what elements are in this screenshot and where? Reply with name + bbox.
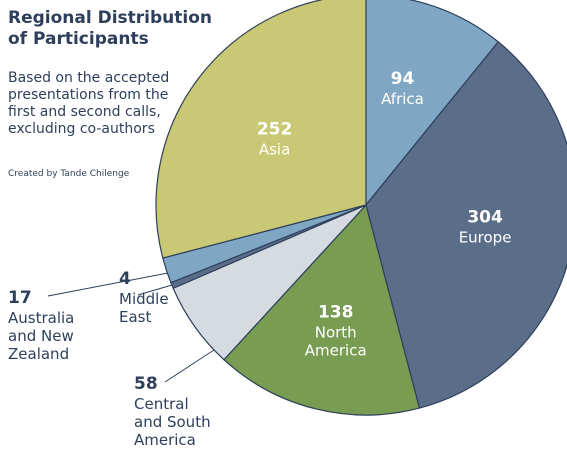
slice-value-4: 4 <box>119 269 131 289</box>
slice-label-5: Zealand <box>8 345 69 363</box>
pie-slice-0 <box>365 0 500 207</box>
slice-value-2: 138 <box>318 302 354 322</box>
slice-label-6: Asia <box>259 140 290 158</box>
slice-label-3: and South <box>134 413 211 431</box>
slice-label-2: America <box>305 341 367 359</box>
slice-label-5: and New <box>8 327 74 345</box>
leader-lines <box>47 272 215 383</box>
chart-title: of Participants <box>8 29 149 49</box>
slice-label-0: Africa <box>381 90 424 108</box>
slice-value-5: 17 <box>8 288 32 308</box>
slice-label-4: East <box>119 308 151 326</box>
pie-slices <box>155 0 567 416</box>
pie-slice-2 <box>223 203 421 416</box>
leader-line-3 <box>164 349 215 383</box>
slice-label-3: America <box>134 431 196 449</box>
slice-value-6: 252 <box>257 119 293 139</box>
chart-subtitle: Based on the accepted <box>8 70 169 86</box>
chart-subtitle: first and second calls, <box>8 104 161 120</box>
leader-line-4 <box>137 284 173 296</box>
chart-subtitle: excluding co-authors <box>8 121 155 137</box>
pie-slice-1 <box>365 41 567 409</box>
slice-label-4: Middle <box>119 290 169 308</box>
slice-label-1: Europe <box>459 229 512 247</box>
slice-value-0: 94 <box>391 69 415 89</box>
leader-line-5 <box>47 272 169 297</box>
slice-value-3: 58 <box>134 374 158 394</box>
chart-subtitle: presentations from the <box>8 87 168 103</box>
chart-title: Regional Distribution <box>8 8 212 28</box>
slice-labels: 94Africa304Europe138NorthAmerica58Centra… <box>8 69 511 449</box>
slice-label-3: Central <box>134 395 189 413</box>
pie-slice-6 <box>155 0 367 259</box>
slice-value-1: 304 <box>467 208 503 228</box>
slice-label-2: North <box>315 323 357 341</box>
slice-label-5: Australia <box>8 309 74 327</box>
chart-credit: Created by Tande Chilenge <box>8 169 130 179</box>
